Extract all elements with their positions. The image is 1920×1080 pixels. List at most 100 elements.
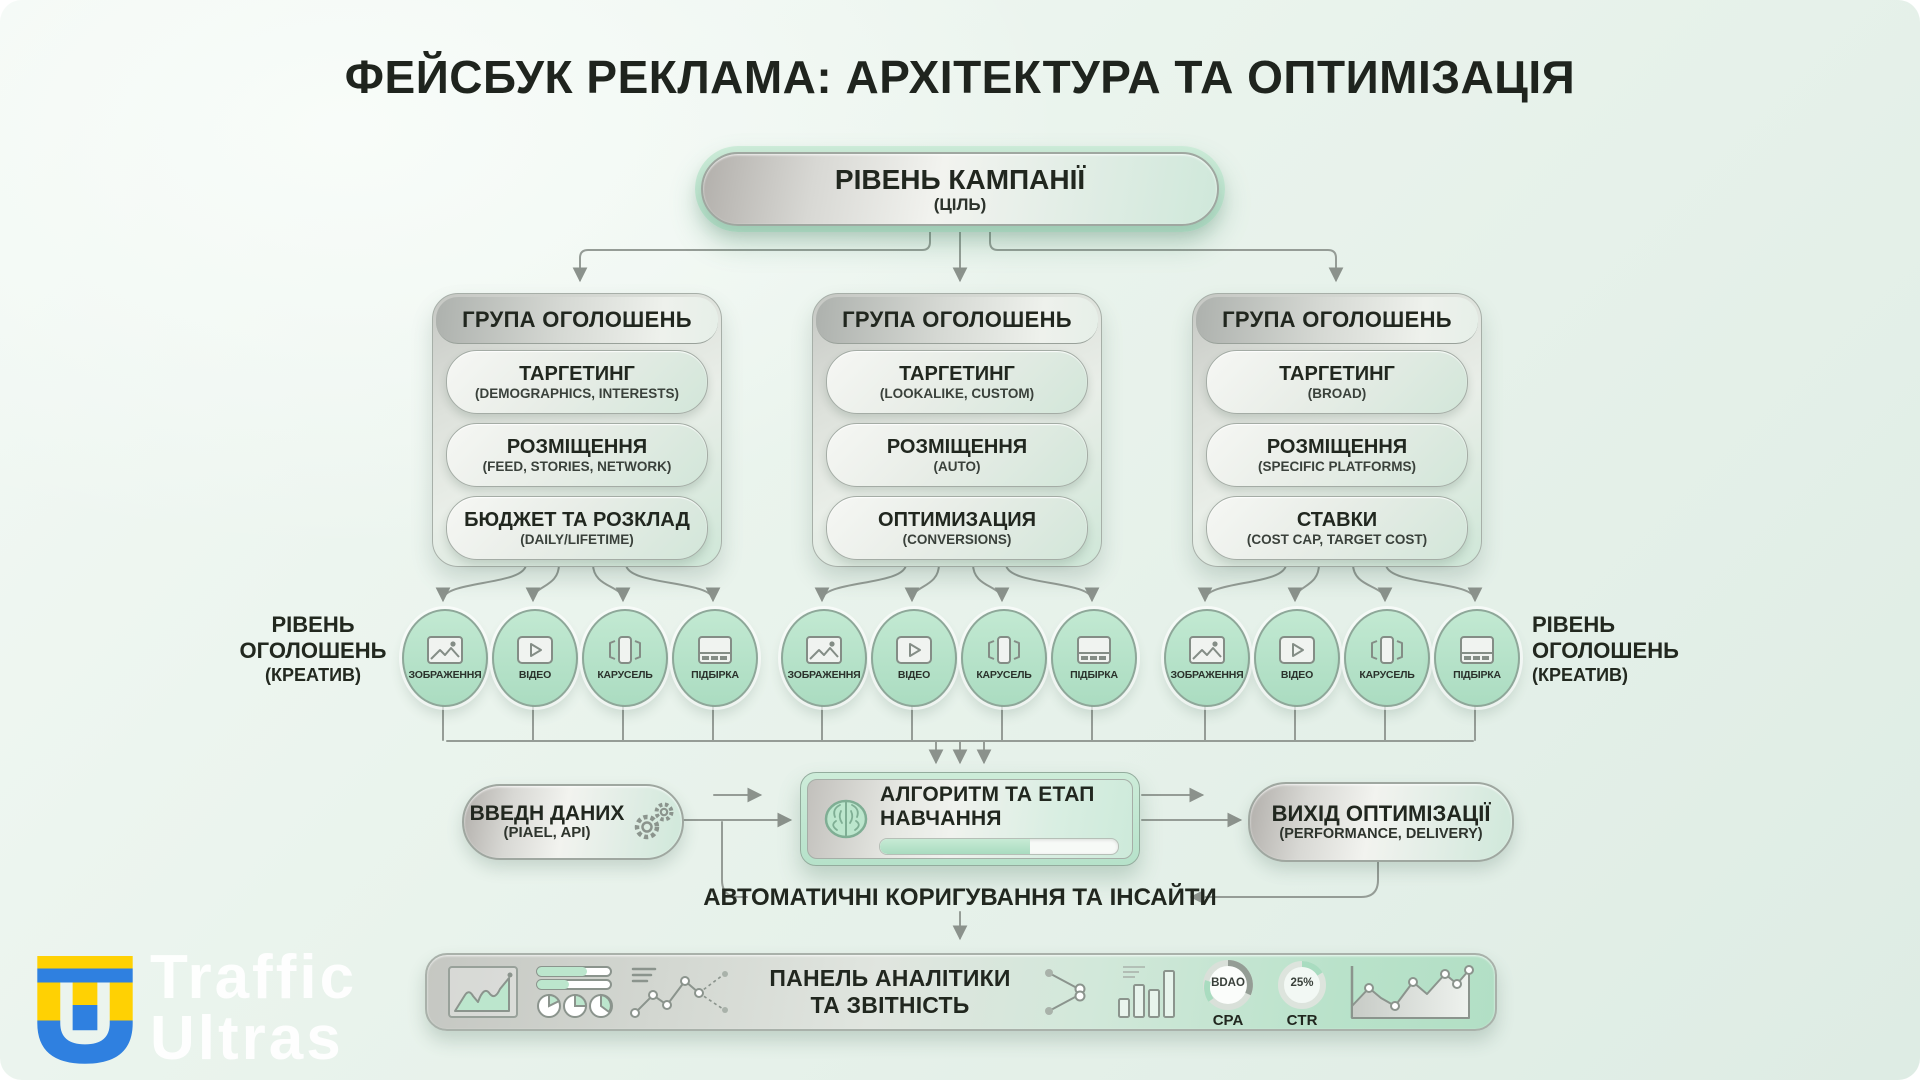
ctr-gauge: 25% CTR [1273, 956, 1331, 1029]
ad-level-label-left: РІВЕНЬ ОГОЛОШЕНЬ (КРЕАТИВ) [228, 612, 398, 686]
output-title: ВИХІД ОПТИМІЗАЦІЇ [1271, 800, 1491, 826]
ad-group-header: ГРУПА ОГОЛОШЕНЬ [1196, 297, 1478, 344]
ad-group-item: ТАРГЕТИНГ (LOOKALIKE, CUSTOM) [826, 350, 1088, 414]
analytics-area-chart-icon [448, 966, 518, 1018]
learning-progress-fill [880, 839, 1030, 854]
label-line: (КРЕАТИВ) [1532, 664, 1629, 685]
analytics-network-icon [1045, 969, 1086, 1015]
creative-circle-carousel: КАРУСЕЛЬ [961, 609, 1047, 707]
item-subtitle: (FEED, STORIES, NETWORK) [482, 458, 672, 474]
creative-label: КАРУСЕЛЬ [976, 669, 1032, 681]
item-title: ТАРГЕТИНГ [519, 362, 635, 385]
item-title: РОЗМІЩЕННЯ [506, 435, 648, 458]
logo-line: Traffic [150, 943, 358, 1012]
image-icon [806, 636, 842, 664]
item-subtitle: (SPECIFIC PLATFORMS) [1258, 458, 1416, 474]
campaign-title: РІВЕНЬ КАМПАНІЇ [834, 163, 1086, 195]
input-subtitle: (PIAEL, API) [503, 824, 591, 842]
campaign-level-box: РІВЕНЬ КАМПАНІЇ (ЦІЛЬ) [695, 146, 1225, 232]
traffic-ultras-logo-text: Traffic Ultras [150, 943, 358, 1070]
carousel-icon [609, 636, 641, 664]
creative-label: ПІДБІРКА [691, 669, 739, 681]
creative-label: ПІДБІРКА [1070, 669, 1118, 681]
item-subtitle: (AUTO) [933, 458, 981, 474]
ad-group-item: ТАРГЕТИНГ (DEMOGRAPHICS, INTERESTS) [446, 350, 708, 414]
item-title: РОЗМІЩЕННЯ [886, 435, 1028, 458]
label-line: РІВЕНЬ [271, 612, 355, 637]
ad-group-box-3: ГРУПА ОГОЛОШЕНЬ ТАРГЕТИНГ (BROAD) РОЗМІЩ… [1192, 293, 1482, 567]
creative-circle-video: ВІДЕО [871, 609, 957, 707]
creative-circle-carousel: КАРУСЕЛЬ [1344, 609, 1430, 707]
algorithm-title: АЛГОРИТМ ТА ЕТАП НАВЧАННЯ [880, 783, 1095, 830]
ad-group-item: РОЗМІЩЕННЯ (FEED, STORIES, NETWORK) [446, 423, 708, 487]
video-icon [1279, 636, 1315, 664]
image-icon [427, 636, 463, 664]
analytics-title: ПАНЕЛЬ АНАЛІТИКИ ТА ЗВІТНІСТЬ [769, 965, 1011, 1018]
analytics-bars-pies-icon [536, 966, 613, 1018]
creative-label: ВІДЕО [518, 669, 552, 681]
item-title: ТАРГЕТИНГ [1279, 362, 1395, 385]
creative-circle-carousel: КАРУСЕЛЬ [582, 609, 668, 707]
creative-label: ПІДБІРКА [1453, 669, 1501, 681]
item-title: БЮДЖЕТ ТА РОЗКЛАД [464, 508, 690, 531]
label-line: ОГОЛОШЕНЬ [239, 638, 387, 664]
creative-circle-collection: ПІДБІРКА [1434, 609, 1520, 707]
carousel-icon [988, 636, 1020, 664]
creative-circle-collection: ПІДБІРКА [672, 609, 758, 707]
ctr-label: CTR [1286, 1012, 1318, 1029]
creative-circle-video: ВІДЕО [492, 609, 578, 707]
carousel-icon [1371, 636, 1403, 664]
ad-level-label-right: РІВЕНЬ ОГОЛОШЕНЬ (КРЕАТИВ) [1532, 612, 1742, 686]
item-title: ОПТИМИЗАЦИЯ [878, 508, 1036, 531]
ad-group-header: ГРУПА ОГОЛОШЕНЬ [816, 297, 1098, 344]
item-title: ТАРГЕТИНГ [899, 362, 1015, 385]
creative-circle-image: ЗОБРАЖЕННЯ [781, 609, 867, 707]
creative-circle-image: ЗОБРАЖЕННЯ [1164, 609, 1250, 707]
ad-group-item: СТАВКИ (COST CAP, TARGET COST) [1206, 496, 1468, 560]
item-subtitle: (CONVERSIONS) [902, 531, 1012, 547]
creative-label: КАРУСЕЛЬ [1359, 669, 1415, 681]
creative-label: ВІДЕО [897, 669, 931, 681]
creative-label: ЗОБРАЖЕННЯ [787, 669, 861, 681]
page-title: ФЕЙСБУК РЕКЛАМА: АРХІТЕКТУРА ТА ОПТИМІЗА… [344, 51, 1576, 103]
ad-group-item: ТАРГЕТИНГ (BROAD) [1206, 350, 1468, 414]
collection-icon [698, 636, 732, 664]
ad-group-items: ТАРГЕТИНГ (BROAD) РОЗМІЩЕННЯ (SPECIFIC P… [1206, 350, 1468, 560]
analytics-trend-chart-icon [1350, 965, 1474, 1019]
ad-group-item: ОПТИМИЗАЦИЯ (CONVERSIONS) [826, 496, 1088, 560]
collection-icon [1460, 636, 1494, 664]
ad-group-items: ТАРГЕТИНГ (LOOKALIKE, CUSTOM) РОЗМІЩЕННЯ… [826, 350, 1088, 560]
input-title: ВВЕДН ДАНИХ [469, 801, 625, 825]
ad-group-item: РОЗМІЩЕННЯ (SPECIFIC PLATFORMS) [1206, 423, 1468, 487]
video-icon [896, 636, 932, 664]
item-title: СТАВКИ [1296, 508, 1378, 531]
ctr-value: 25% [1290, 977, 1314, 989]
creative-label: ЗОБРАЖЕННЯ [408, 669, 482, 681]
creative-label: ВІДЕО [1280, 669, 1314, 681]
ad-group-box-1: ГРУПА ОГОЛОШЕНЬ ТАРГЕТИНГ (DEMOGRAPHICS,… [432, 293, 722, 567]
campaign-subtitle: (ЦІЛЬ) [933, 195, 987, 215]
item-subtitle: (COST CAP, TARGET COST) [1246, 531, 1428, 547]
analytics-line-chart-icon [630, 967, 728, 1018]
creative-circle-image: ЗОБРАЖЕННЯ [402, 609, 488, 707]
label-line: РІВЕНЬ [1532, 612, 1616, 637]
ad-group-item: РОЗМІЩЕННЯ (AUTO) [826, 423, 1088, 487]
output-subtitle: (PERFORMANCE, DELIVERY) [1279, 826, 1483, 843]
campaign-level-inner: РІВЕНЬ КАМПАНІЇ (ЦІЛЬ) [701, 152, 1219, 226]
collection-icon [1077, 636, 1111, 664]
image-icon [1189, 636, 1225, 664]
algorithm-box: АЛГОРИТМ ТА ЕТАП НАВЧАННЯ [800, 772, 1140, 866]
item-title: РОЗМІЩЕННЯ [1266, 435, 1408, 458]
creative-circle-collection: ПІДБІРКА [1051, 609, 1137, 707]
ad-group-item: БЮДЖЕТ ТА РОЗКЛАД (DAILY/LIFETIME) [446, 496, 708, 560]
algorithm-inner: АЛГОРИТМ ТА ЕТАП НАВЧАННЯ [807, 779, 1133, 859]
creative-label: ЗОБРАЖЕННЯ [1170, 669, 1244, 681]
item-subtitle: (DAILY/LIFETIME) [520, 531, 634, 547]
cpa-value: BDAO [1211, 977, 1245, 989]
traffic-ultras-logo-icon [37, 956, 133, 1064]
analytics-bar-chart-icon [1118, 966, 1175, 1018]
item-subtitle: (LOOKALIKE, CUSTOM) [879, 385, 1035, 401]
creative-label: КАРУСЕЛЬ [597, 669, 653, 681]
